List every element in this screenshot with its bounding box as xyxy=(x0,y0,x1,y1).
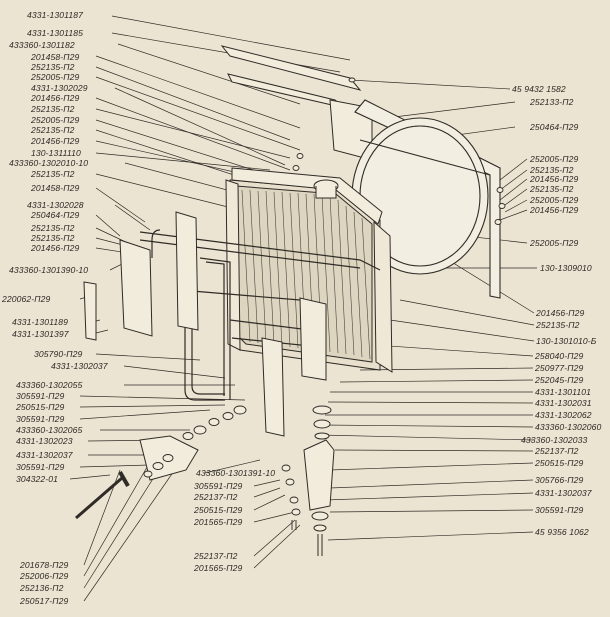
part-label: 433360-1302010-10 xyxy=(9,158,89,168)
part-label: 201565-П29 xyxy=(194,517,243,527)
part-label: 4331-1301187 xyxy=(27,10,83,20)
side-brackets xyxy=(83,211,327,437)
part-label: 201456-П29 xyxy=(31,243,80,253)
washers-nuts xyxy=(143,77,506,530)
part-label: 258040-П29 xyxy=(535,351,584,361)
part-label: 130-1309010 xyxy=(540,263,592,273)
part-label: 305790-П29 xyxy=(34,349,83,359)
part-label: 130-1311110 xyxy=(31,148,81,158)
part-label: 252135-П2 xyxy=(31,223,75,233)
part-label: 433360-1301182 xyxy=(9,40,75,50)
part-label: 201456-П29 xyxy=(530,174,579,184)
part-label: 252006-П29 xyxy=(20,571,69,581)
part-label: 305766-П29 xyxy=(535,475,584,485)
part-label: 130-1301010-Б xyxy=(536,336,597,346)
part-label: 305591-П29 xyxy=(16,414,65,424)
part-label: 252135-П2 xyxy=(31,233,75,243)
part-label: 252135-П2 xyxy=(31,104,75,114)
part-label: 4331-1302037 xyxy=(51,361,108,371)
part-label: 433360-1302033 xyxy=(521,435,588,445)
part-label: 252045-П29 xyxy=(535,375,584,385)
part-label: 201458-П29 xyxy=(31,52,80,62)
part-label: 433360-1302065 xyxy=(16,425,83,435)
part-label: 4331-1302062 xyxy=(535,410,592,420)
part-label: 433360-1301391-10 xyxy=(196,468,276,478)
part-label: 201458-П29 xyxy=(31,183,80,193)
part-label: 220062-П29 xyxy=(2,294,51,304)
part-label: 4331-1302023 xyxy=(16,436,73,446)
part-label: 252005-П29 xyxy=(530,154,579,164)
part-label: 250515-П29 xyxy=(16,402,65,412)
part-label: 252136-П2 xyxy=(20,583,64,593)
part-label: 250977-П29 xyxy=(535,363,584,373)
part-label: 201456-П29 xyxy=(536,308,585,318)
part-label: 252005-П29 xyxy=(530,195,579,205)
part-label: 252137-П2 xyxy=(535,446,579,456)
part-label: 4331-1301101 xyxy=(535,387,591,397)
part-label: 45 9432 1582 xyxy=(512,84,566,94)
part-label: 4331-1302037 xyxy=(16,450,73,460)
part-label: 250515-П29 xyxy=(535,458,584,468)
lower-mount xyxy=(303,405,335,556)
part-label: 252133-П2 xyxy=(530,97,574,107)
part-label: 252005-П29 xyxy=(530,238,579,248)
part-label: 252135-П2 xyxy=(31,125,75,135)
part-label: 250464-П29 xyxy=(31,210,80,220)
part-label: 252135-П2 xyxy=(530,184,574,194)
part-label: 250464-П29 xyxy=(530,122,579,132)
part-label: 201456-П29 xyxy=(31,136,80,146)
part-label: 201678-П29 xyxy=(20,560,69,570)
long-bolt xyxy=(75,471,130,520)
part-label: 305591-П29 xyxy=(194,481,243,491)
part-label: 252135-П2 xyxy=(31,62,75,72)
part-label: 201456-П29 xyxy=(31,93,80,103)
part-label: 252137-П2 xyxy=(194,551,238,561)
part-label: 433360-1301390-10 xyxy=(9,265,89,275)
part-label: 433360-1302060 xyxy=(535,422,602,432)
part-label: 4331-1301397 xyxy=(12,329,69,339)
part-label: 252137-П2 xyxy=(194,492,238,502)
part-label: 304322-01 xyxy=(16,474,58,484)
part-label: 201565-П29 xyxy=(194,563,243,573)
part-label: 201456-П29 xyxy=(530,205,579,215)
part-label: 252135-П2 xyxy=(530,165,574,175)
part-label: 4331-1301185 xyxy=(27,28,83,38)
part-label: 433360-1302055 xyxy=(16,380,83,390)
part-label: 252005-П29 xyxy=(31,115,80,125)
part-label: 305591-П29 xyxy=(16,391,65,401)
part-label: 4331-1302029 xyxy=(31,83,88,93)
part-label: 252005-П29 xyxy=(31,72,80,82)
part-label: 250515-П29 xyxy=(194,505,243,515)
radiator-core xyxy=(225,167,393,373)
part-label: 250517-П29 xyxy=(20,596,69,606)
part-label: 4331-1302037 xyxy=(535,488,592,498)
part-label: 252135-П2 xyxy=(31,169,75,179)
part-label: 4331-1301189 xyxy=(12,317,68,327)
part-label: 252135-П2 xyxy=(536,320,580,330)
part-label: 305591-П29 xyxy=(535,505,584,515)
part-label: 45 9356 1062 xyxy=(535,527,589,537)
part-label: 4331-1302028 xyxy=(27,200,84,210)
part-label: 305591-П29 xyxy=(16,462,65,472)
part-label: 4331-1302031 xyxy=(535,398,592,408)
